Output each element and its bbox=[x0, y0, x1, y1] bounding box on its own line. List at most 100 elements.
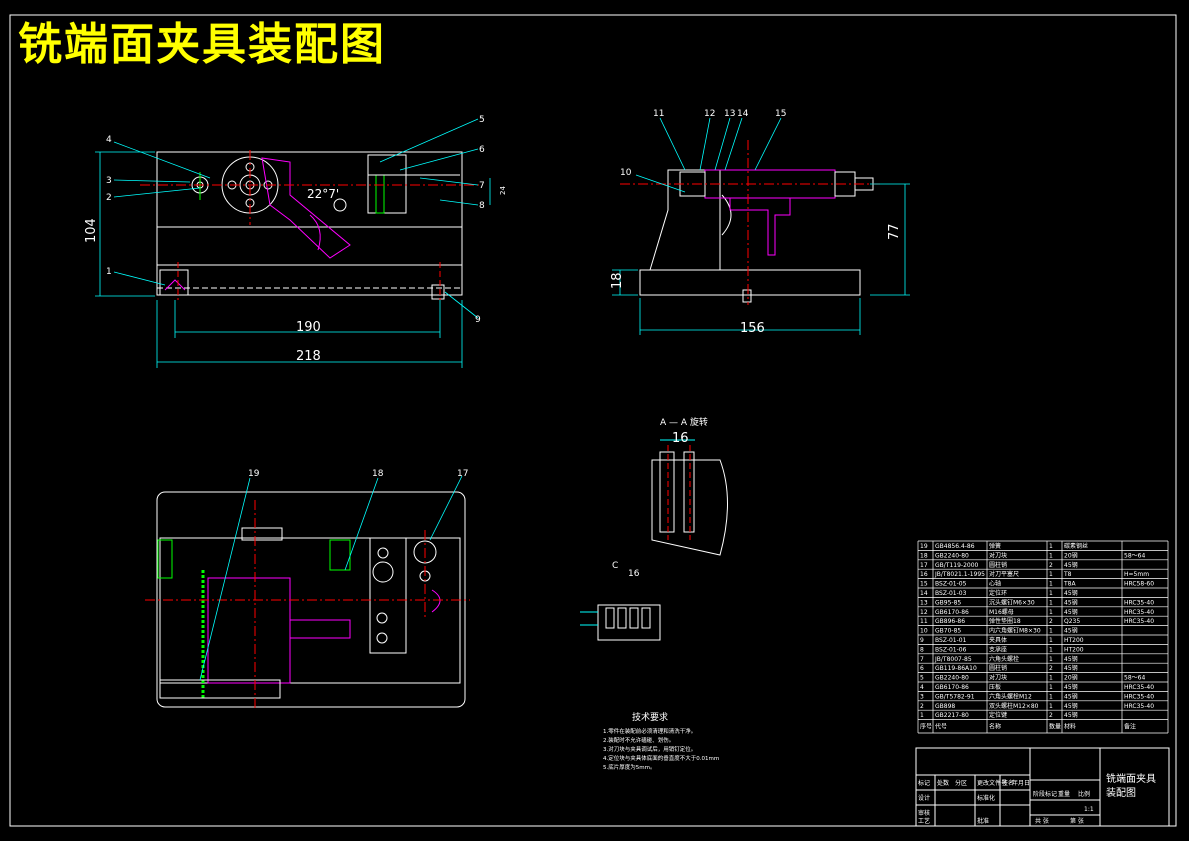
bom-cell: 1 bbox=[1049, 609, 1053, 616]
bom-cell: 沉头螺钉M6×30 bbox=[989, 598, 1035, 606]
fixture-body bbox=[156, 151, 463, 228]
bom-header-cell: 备注 bbox=[1124, 723, 1136, 731]
bom-cell: 15 bbox=[920, 581, 928, 588]
drawing-name-line1: 铣端面夹具 bbox=[1106, 772, 1156, 785]
bom-cell: 45钢 bbox=[1064, 608, 1078, 616]
bom-cell: GB/T5782-91 bbox=[935, 693, 975, 700]
bom-cell: 45钢 bbox=[1064, 711, 1078, 719]
bom-cell: GB95-85 bbox=[935, 599, 961, 606]
tb-cell-sheet: 第 张 bbox=[1070, 817, 1084, 825]
bom-cell: 内六角螺钉M8×30 bbox=[989, 627, 1041, 635]
bom-cell: 5 bbox=[920, 675, 924, 682]
bom-cell: 1 bbox=[1049, 646, 1053, 653]
bom-cell: 8 bbox=[920, 646, 924, 653]
bom-cell: HRC35-40 bbox=[1124, 693, 1154, 700]
bom-cell: 20钢 bbox=[1064, 674, 1078, 682]
bom-cell: H=5mm bbox=[1124, 571, 1149, 578]
bom-cell: GB2240-80 bbox=[935, 675, 969, 682]
bom-cell: 圆柱销 bbox=[989, 561, 1007, 569]
bom-cell: 1 bbox=[1049, 628, 1053, 635]
bom-cell: HT200 bbox=[1064, 646, 1084, 653]
bom-cell: 对刀平塞尺 bbox=[989, 570, 1019, 578]
bom-cell: Q235 bbox=[1064, 618, 1080, 625]
tb-cell-scale: 比例 bbox=[1078, 790, 1090, 798]
fixture-base bbox=[156, 264, 463, 296]
dim-104: 104 bbox=[84, 218, 99, 243]
drawing-title: 铣端面夹具装配图 bbox=[18, 19, 386, 70]
front-view: 104 190 218 22°7' 24 1 2 3 4 5 6 7 8 9 bbox=[84, 115, 507, 368]
bom-cell: GB6170-86 bbox=[935, 684, 969, 691]
balloon-19: 19 bbox=[248, 469, 260, 479]
bom-header-cell: 代号 bbox=[935, 723, 947, 731]
bom-cell: 2 bbox=[920, 703, 924, 710]
bom-cell: 心轴 bbox=[989, 580, 1001, 588]
section-dim-16: 16 bbox=[672, 431, 689, 446]
workpiece-outline bbox=[261, 157, 351, 259]
bom-cell: 11 bbox=[920, 618, 928, 625]
dim-77: 77 bbox=[887, 223, 902, 240]
bom-cell: 17 bbox=[920, 562, 928, 569]
bom-cell: 45钢 bbox=[1064, 561, 1078, 569]
balloon-14: 14 bbox=[737, 109, 749, 119]
bom-cell: 1 bbox=[1049, 571, 1053, 578]
bom-cell: 45钢 bbox=[1064, 655, 1078, 663]
bom-cell: GB70-85 bbox=[935, 628, 961, 635]
tb-cell-change: 更改文件号 bbox=[977, 779, 1007, 787]
dim-218: 218 bbox=[296, 349, 321, 364]
bom-cell: 1 bbox=[920, 712, 924, 719]
bom-cell: 58～64 bbox=[1124, 675, 1145, 682]
bom-cell: HRC35-40 bbox=[1124, 599, 1154, 606]
balloon-15: 15 bbox=[775, 109, 786, 119]
balloon-5: 5 bbox=[479, 115, 485, 125]
bom-cell: BSZ-01-01 bbox=[935, 637, 967, 644]
bom-cell: 20钢 bbox=[1064, 551, 1078, 559]
bom-cell: 1 bbox=[1049, 684, 1053, 691]
tb-cell-date: 年月日 bbox=[1012, 779, 1030, 787]
note-line: 5.底片厚度为5mm。 bbox=[603, 763, 655, 771]
bom-cell: 六角头螺栓M12 bbox=[989, 692, 1032, 700]
bom-cell: GB898 bbox=[935, 703, 955, 710]
bom-cell: JB/T8007-85 bbox=[934, 656, 972, 663]
balloon-10: 10 bbox=[620, 168, 632, 178]
bom-cell: 1 bbox=[1049, 552, 1053, 559]
bom-cell: BSZ-01-06 bbox=[935, 646, 967, 653]
tb-cell-sheets: 共 张 bbox=[1035, 817, 1049, 825]
dim-24: 24 bbox=[499, 186, 507, 195]
bom-cell: HRC35-40 bbox=[1124, 703, 1154, 710]
bom-header-cell: 序号 bbox=[920, 723, 932, 731]
bom-cell: M16螺母 bbox=[989, 608, 1014, 616]
balloon-3: 3 bbox=[106, 176, 112, 186]
balloon-8: 8 bbox=[479, 201, 485, 211]
bom-cell: 压板 bbox=[989, 683, 1001, 691]
technical-notes: 技术要求 1.零件在装配前必须清理和清洗干净。 2.装配时不允许磕碰、划伤。 3… bbox=[603, 711, 719, 771]
note-line: 1.零件在装配前必须清理和清洗干净。 bbox=[603, 727, 696, 735]
bom-cell: HRC35-40 bbox=[1124, 618, 1154, 625]
bom-cell: 7 bbox=[920, 656, 924, 663]
notes-heading: 技术要求 bbox=[632, 711, 668, 723]
bom-cell: 双头螺柱M12×80 bbox=[989, 702, 1039, 710]
sheet-border bbox=[9, 14, 1177, 827]
bom-cell: 1 bbox=[1049, 675, 1053, 682]
bom-cell: T8 bbox=[1063, 571, 1072, 578]
balloon-9: 9 bbox=[475, 315, 481, 325]
tb-cell-standard: 标准化 bbox=[977, 794, 995, 802]
bom-cell: GB2240-80 bbox=[935, 552, 969, 559]
bom-cell: 1 bbox=[1049, 656, 1053, 663]
bom-cell: BSZ-01-05 bbox=[935, 581, 967, 588]
tb-cell-approve: 批准 bbox=[977, 817, 989, 825]
bom-cell: 2 bbox=[1049, 712, 1053, 719]
bom-header-cell: 数量 bbox=[1049, 723, 1061, 731]
tb-cell-stage: 阶段标记 bbox=[1033, 790, 1057, 798]
bom-cell: 45钢 bbox=[1064, 589, 1078, 597]
bom-cell: 45钢 bbox=[1064, 702, 1078, 710]
title-block: 铣端面夹具 装配图 标记 处数 分区 更改文件号 签名 年月日 设计 标准化 审… bbox=[915, 747, 1170, 827]
bom-header-cell: 名称 bbox=[989, 723, 1001, 731]
tb-cell-scale-value: 1:1 bbox=[1084, 806, 1094, 813]
detail-label-16: 16 bbox=[628, 569, 640, 579]
bom-cell: GB2217-80 bbox=[935, 712, 969, 719]
note-line: 4.定位块与夹具体底面的垂直度不大于0.01mm bbox=[603, 754, 719, 762]
bom-cell: GB/T119-2000 bbox=[935, 562, 979, 569]
bom-cell: 1 bbox=[1049, 637, 1053, 644]
bom-cell: 支承座 bbox=[989, 645, 1007, 653]
